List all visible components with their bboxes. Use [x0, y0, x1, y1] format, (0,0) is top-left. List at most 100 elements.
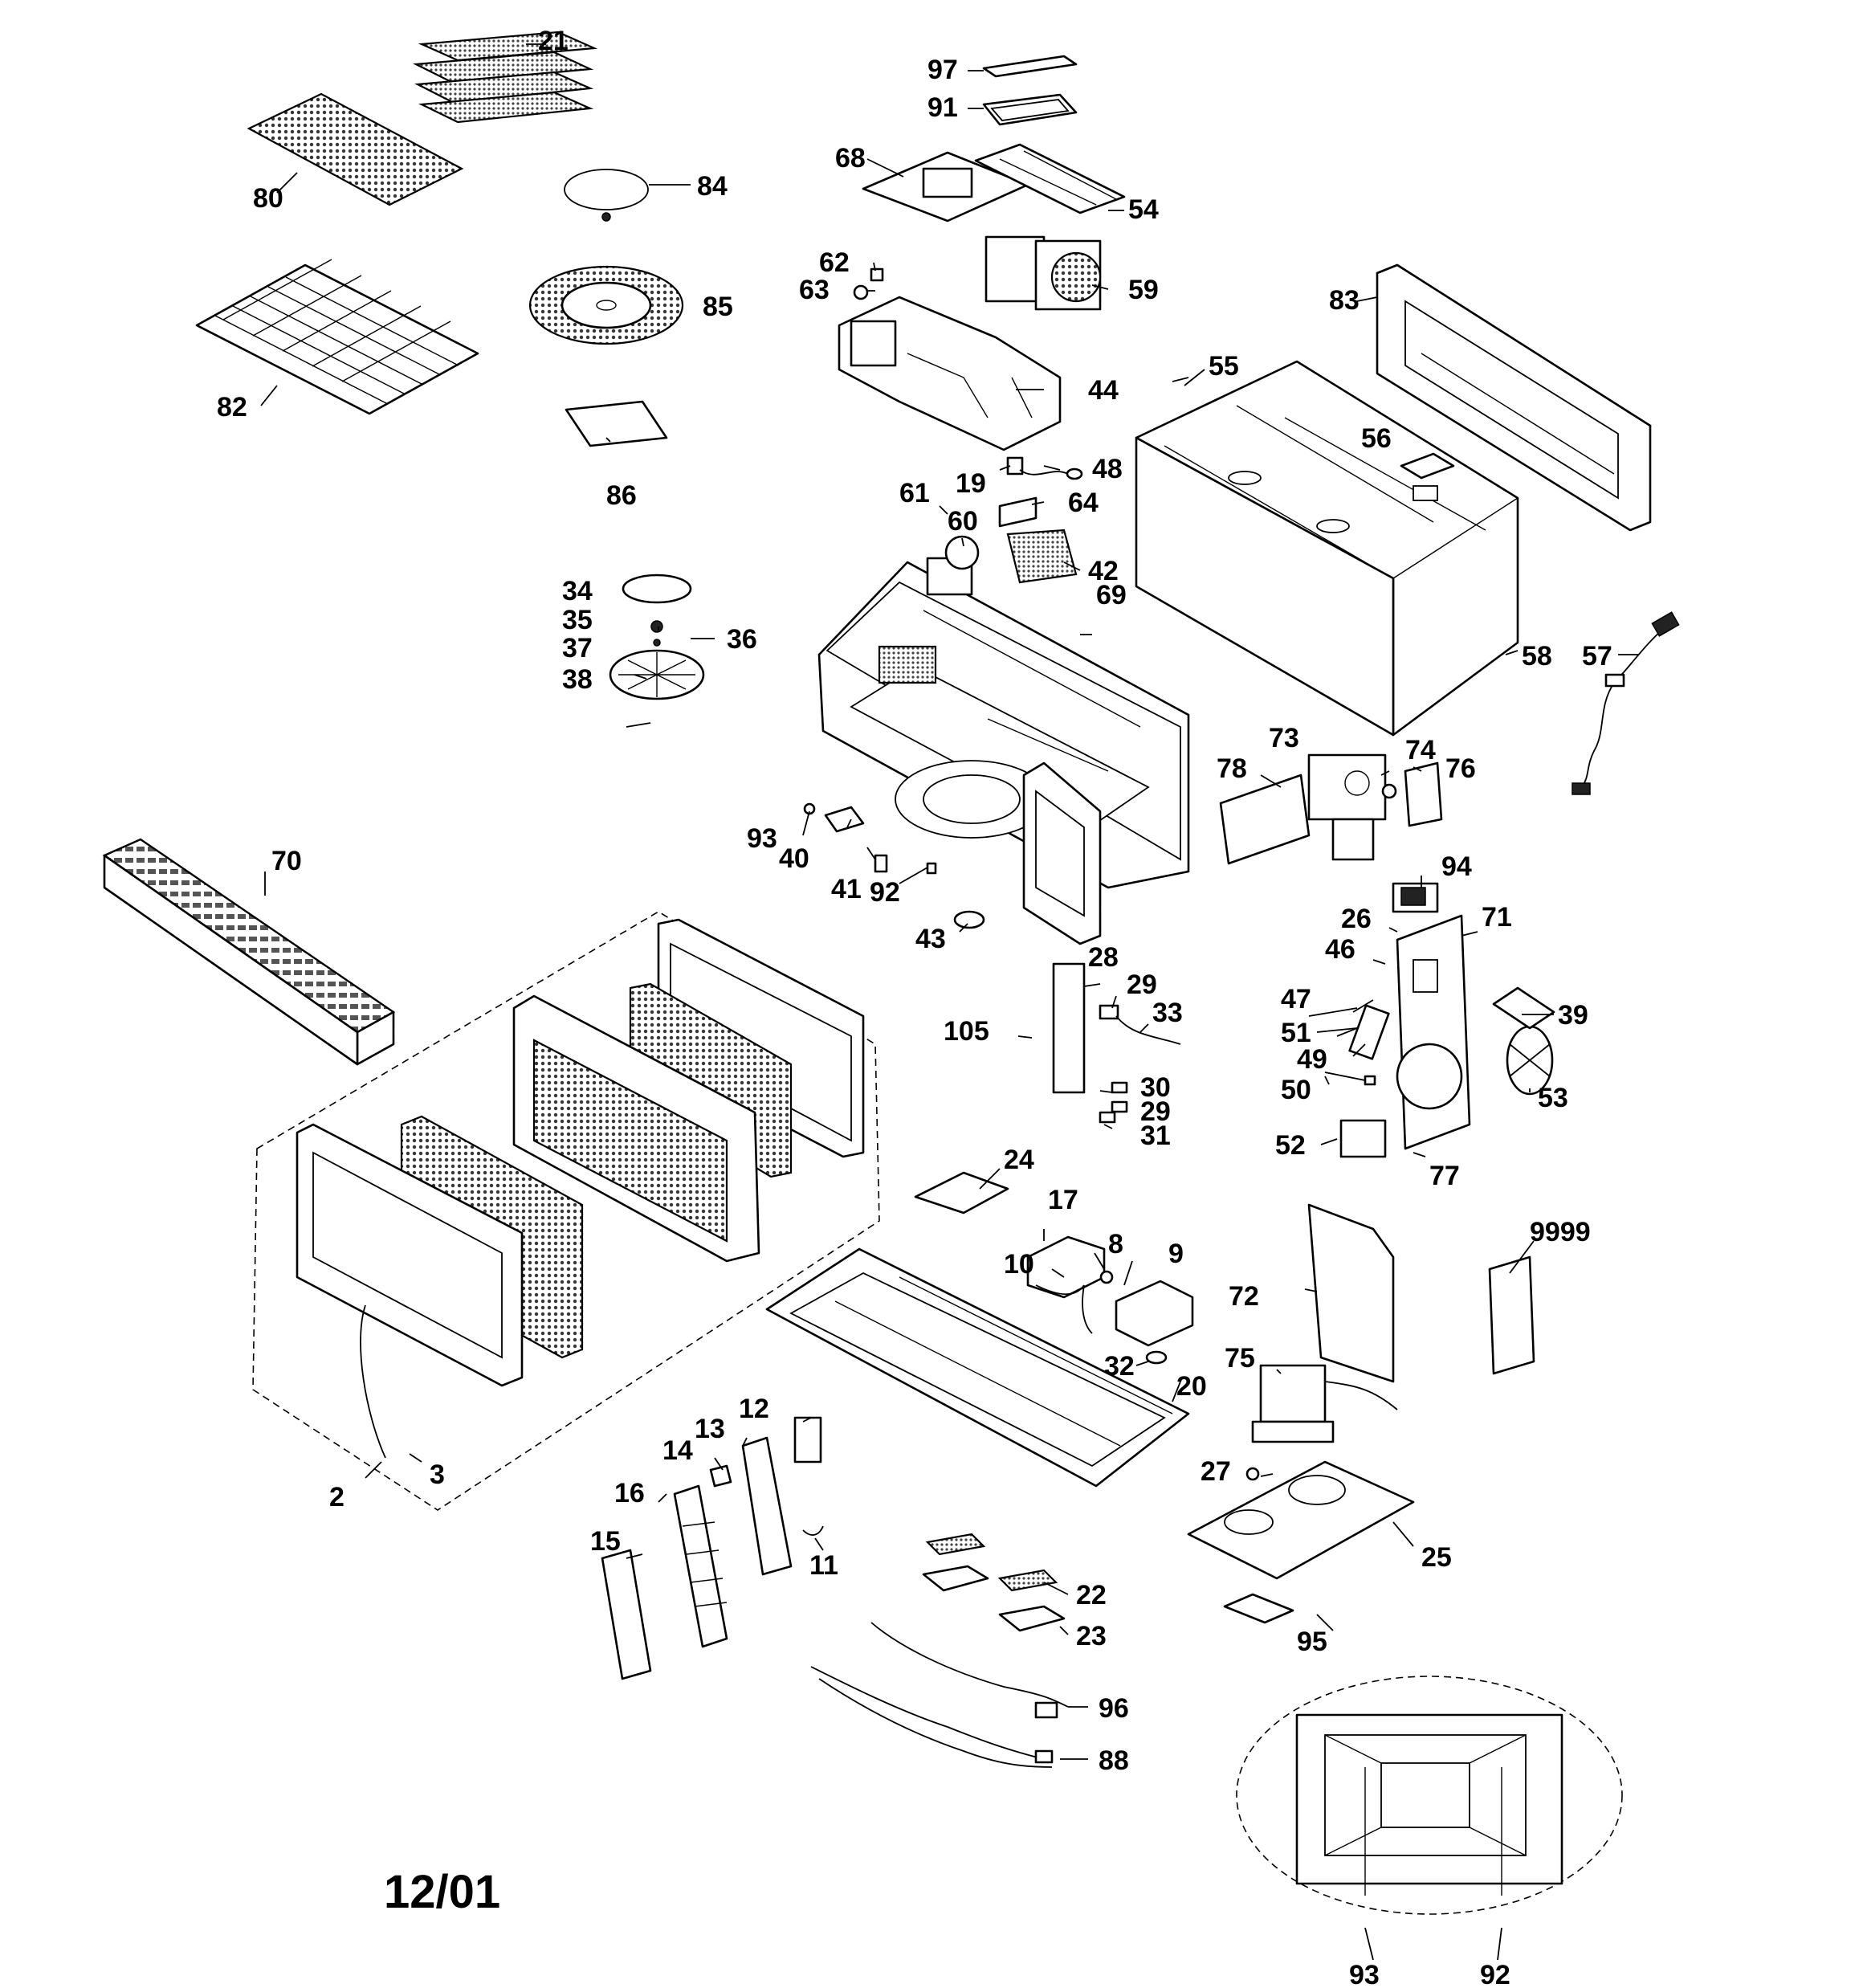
callout-39: 39 [1558, 1000, 1588, 1031]
callout-82: 82 [217, 392, 247, 423]
callout-36: 36 [727, 624, 757, 655]
callout-58: 58 [1522, 641, 1552, 672]
callout-83: 83 [1329, 285, 1360, 316]
callout-57: 57 [1582, 641, 1612, 672]
callout-73: 73 [1269, 723, 1299, 753]
callout-61: 61 [899, 478, 930, 508]
fuse-8-10 [1035, 1270, 1114, 1334]
callout-97: 97 [927, 55, 958, 85]
panel-15 [601, 1549, 652, 1680]
callout-16: 16 [614, 1478, 645, 1508]
callout-74: 74 [1405, 735, 1436, 765]
callout-23: 23 [1076, 1621, 1107, 1651]
callout-51: 51 [1281, 1018, 1311, 1048]
callout-25: 25 [1421, 1542, 1452, 1573]
callout-53: 53 [1538, 1083, 1568, 1113]
rack-82 [195, 259, 479, 415]
bracket-64 [998, 496, 1037, 528]
capacitor-49-51 [1308, 1004, 1390, 1060]
callout-41: 41 [831, 874, 862, 904]
callout-2: 2 [329, 1482, 344, 1512]
vent-grille-70 [102, 838, 396, 1066]
callout-92: 92 [870, 877, 900, 908]
latch-28-31 [1052, 962, 1181, 1124]
callout-70: 70 [271, 846, 302, 876]
callout-14: 14 [662, 1435, 693, 1466]
front-plate [1022, 761, 1102, 945]
mica-22-23 [922, 1533, 1066, 1632]
callout-32: 32 [1104, 1351, 1135, 1382]
grease-filter-80 [247, 92, 464, 206]
back-panel-83 [1376, 263, 1652, 532]
diode-50 [1324, 1072, 1376, 1086]
transformer-75 [1251, 1364, 1398, 1443]
thermostat-27 [1245, 1467, 1260, 1481]
callout-13: 13 [695, 1414, 725, 1444]
callout-10: 10 [1004, 1249, 1034, 1280]
cavity [817, 535, 1190, 889]
inset-detail [1236, 1676, 1623, 1915]
callout-9999: 9999 [1530, 1217, 1591, 1247]
callout-85: 85 [703, 292, 733, 322]
callout-50: 50 [1281, 1075, 1311, 1105]
callout-35: 35 [562, 605, 593, 635]
callout-44: 44 [1088, 375, 1119, 406]
power-cord-57 [1572, 611, 1680, 795]
callout-37: 37 [562, 633, 593, 663]
foot-95 [1223, 1593, 1294, 1624]
callout-49: 49 [1297, 1044, 1327, 1075]
callout-88: 88 [1099, 1745, 1129, 1776]
plate-56 [1400, 452, 1455, 480]
door-assembly-2 [252, 911, 880, 1511]
vent-filter-42 [1006, 529, 1078, 584]
outer-case-58 [1135, 360, 1519, 737]
motor-52 [1339, 1119, 1387, 1158]
callout-15: 15 [590, 1526, 621, 1557]
control-pcb-12-13 [709, 1416, 824, 1576]
callout-27: 27 [1201, 1456, 1231, 1487]
callout-19: 19 [956, 468, 986, 499]
callout-11: 11 [809, 1550, 838, 1581]
cap-32 [1145, 1350, 1168, 1365]
callout-84: 84 [697, 171, 728, 202]
turntable-tray-85 [528, 265, 684, 345]
charcoal-filter-21 [413, 31, 598, 124]
callout-labels: 21 97 91 80 84 68 54 62 63 59 85 82 83 4… [217, 26, 1612, 1988]
callout-52: 52 [1275, 1130, 1306, 1161]
guide-card-86 [565, 400, 668, 447]
callout-105: 105 [944, 1016, 989, 1047]
callout-29: 29 [1127, 970, 1157, 1000]
fan-bracket-44 [838, 296, 1062, 451]
callout-48: 48 [1092, 454, 1123, 484]
vent-bracket-54 [974, 143, 1126, 214]
hv-cover-17 [1026, 1235, 1106, 1299]
callout-21: 21 [538, 26, 569, 56]
bracket-24 [914, 1171, 1009, 1214]
bracket-71 [1396, 914, 1471, 1150]
stirrer-34-38 [609, 574, 705, 700]
callout-72: 72 [1229, 1281, 1259, 1312]
hv-cover-9 [1115, 1280, 1194, 1347]
vent-grille-97 [982, 55, 1078, 78]
callout-76: 76 [1445, 753, 1476, 784]
base-plate-20 [765, 1247, 1190, 1488]
callout-24: 24 [1004, 1145, 1034, 1175]
bracket-76 [1404, 761, 1443, 827]
relay-62-63 [853, 267, 884, 300]
keypad-16 [673, 1484, 728, 1648]
callout-12: 12 [739, 1394, 769, 1424]
callout-9: 9 [1168, 1239, 1184, 1269]
callout-28: 28 [1088, 942, 1119, 973]
wire-harness-96-88 [810, 1622, 1069, 1768]
callout-94: 94 [1441, 851, 1472, 882]
callout-38: 38 [562, 664, 593, 695]
callout-42: 42 [1088, 556, 1119, 586]
turntable-ring-84 [564, 169, 649, 222]
hinge-40-41-92 [803, 802, 937, 875]
callout-26: 26 [1341, 904, 1372, 934]
damper-91 [982, 93, 1078, 126]
callout-80: 80 [253, 183, 283, 214]
callout-54: 54 [1128, 194, 1159, 225]
callout-92b: 92 [1480, 1960, 1510, 1988]
